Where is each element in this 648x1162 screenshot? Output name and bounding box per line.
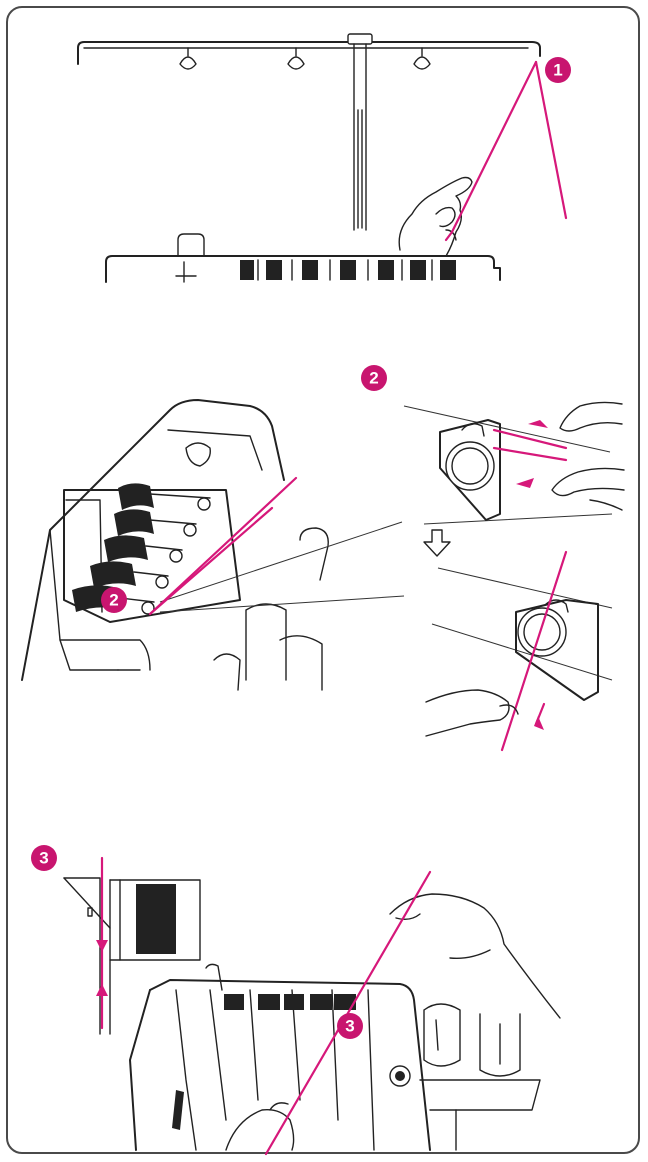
machine-threading-illustration: [129, 870, 561, 1156]
svg-text:3: 3: [345, 1017, 354, 1036]
step-badge-3-machine: 3: [337, 1013, 363, 1039]
svg-text:2: 2: [369, 369, 378, 388]
hand-icon: [425, 689, 519, 737]
tension-dial-illustration: [21, 399, 405, 691]
instruction-panel: [6, 6, 640, 1154]
thread-line: [444, 60, 538, 242]
side-guide-detail: [63, 856, 201, 1035]
step-badge-1: 1: [545, 57, 571, 83]
dial-detail-threading: [403, 401, 625, 557]
hand-icon: [389, 893, 561, 1019]
svg-text:3: 3: [39, 849, 48, 868]
tension-dials-closeup: [72, 483, 211, 615]
svg-text:1: 1: [553, 61, 562, 80]
hand-icon: [225, 1102, 295, 1151]
step-badge-3: 3: [31, 845, 57, 871]
tension-dials-bottom: [224, 994, 356, 1010]
thread-stand-illustration: [77, 33, 568, 283]
dial-detail-pulled: [425, 550, 613, 752]
hand-icon: [551, 401, 625, 511]
step-badge-2: 2: [361, 365, 387, 391]
hand-icon: [398, 176, 473, 257]
tension-dials-top: [240, 259, 456, 281]
svg-text:2: 2: [109, 591, 118, 610]
step-badge-2-machine: 2: [101, 587, 127, 613]
